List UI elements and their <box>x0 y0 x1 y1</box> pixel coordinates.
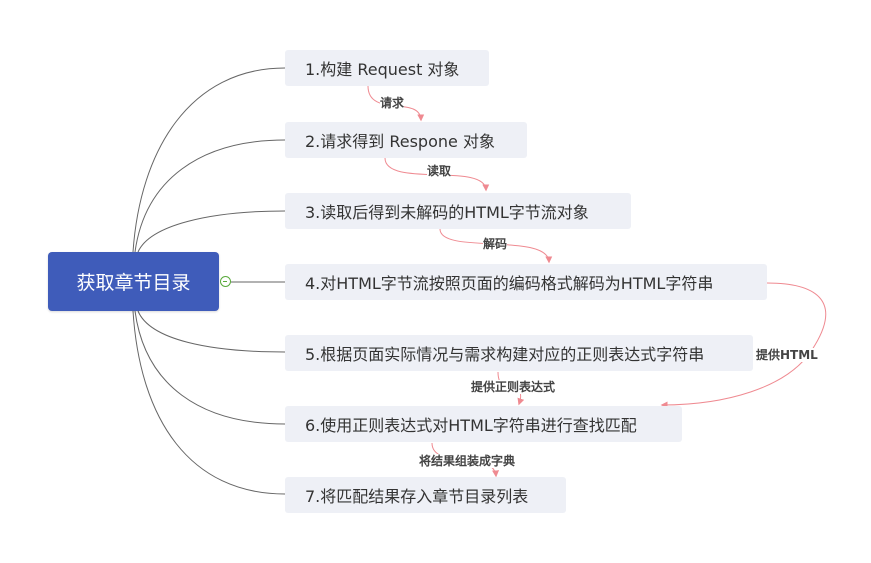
branch-line-1 <box>132 67 286 253</box>
step-7-node[interactable]: 7.将匹配结果存入章节目录列表 <box>285 477 566 513</box>
step-4-node[interactable]: 4.对HTML字节流按照页面的编码格式解码为HTML字符串 <box>285 264 767 300</box>
branch-line-6 <box>134 310 286 425</box>
collapse-toggle-icon[interactable] <box>220 276 231 287</box>
relation-line-4 <box>660 282 827 409</box>
step-3-node[interactable]: 3.读取后得到未解码的HTML字节流对象 <box>285 193 631 229</box>
relation-label-1[interactable]: 请求 <box>380 96 405 110</box>
relation-label-3[interactable]: 解码 <box>483 237 508 251</box>
branch-lines <box>132 67 286 495</box>
root-topic[interactable]: 获取章节目录 <box>48 252 219 311</box>
branch-line-2 <box>134 139 286 253</box>
relation-label-4[interactable]: 提供HTML <box>756 348 818 362</box>
branch-line-5 <box>137 310 286 353</box>
step-2-node[interactable]: 2.请求得到 Respone 对象 <box>285 122 527 158</box>
relation-label-2[interactable]: 读取 <box>427 164 452 178</box>
step-6-node[interactable]: 6.使用正则表达式对HTML字符串进行查找匹配 <box>285 406 682 442</box>
branch-line-7 <box>132 310 286 495</box>
step-5-node[interactable]: 5.根据页面实际情况与需求构建对应的正则表达式字符串 <box>285 335 753 371</box>
step-1-node[interactable]: 1.构建 Request 对象 <box>285 50 489 86</box>
relation-label-5[interactable]: 提供正则表达式 <box>471 380 556 394</box>
relation-label-6[interactable]: 将结果组装成字典 <box>419 454 516 468</box>
branch-line-3 <box>137 210 286 253</box>
